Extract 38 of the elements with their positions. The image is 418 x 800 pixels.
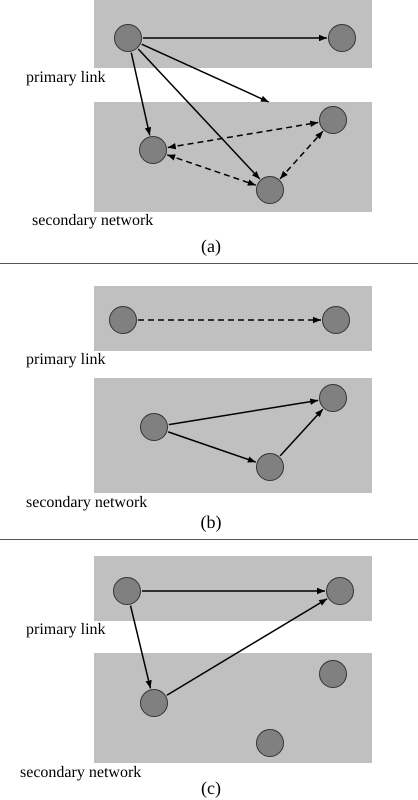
- band-label: secondary network: [26, 494, 148, 512]
- arrow: [280, 408, 324, 456]
- network-node-circle: [319, 660, 347, 688]
- arrow: [279, 130, 324, 180]
- band-label: secondary network: [32, 212, 154, 230]
- network-node-circle: [113, 577, 141, 605]
- band-label: secondary network: [20, 764, 142, 782]
- arrow: [143, 34, 327, 42]
- network-node-circle: [140, 413, 168, 441]
- band-label: primary link: [26, 621, 106, 639]
- band-label: primary link: [26, 69, 106, 87]
- network-node-circle: [256, 729, 284, 757]
- network-node-circle: [319, 384, 347, 412]
- arrow: [138, 316, 321, 324]
- arrow: [130, 52, 152, 136]
- network-node-circle: [114, 24, 142, 52]
- network-node-circle: [109, 306, 137, 334]
- band-label: primary link: [26, 351, 106, 369]
- arrow: [168, 120, 318, 150]
- arrow: [142, 588, 325, 594]
- arrow: [138, 48, 260, 180]
- network-node-circle: [139, 136, 167, 164]
- network-node-circle: [322, 306, 350, 334]
- arrow: [166, 598, 328, 696]
- arrow: [168, 431, 256, 463]
- arrow: [130, 605, 152, 689]
- panel-label: (b): [200, 512, 222, 532]
- network-node-circle: [326, 577, 354, 605]
- network-node-circle: [328, 24, 356, 52]
- arrow: [141, 44, 270, 103]
- arrow: [166, 154, 256, 186]
- network-node-circle: [140, 689, 168, 717]
- arrow: [168, 398, 318, 426]
- network-node-circle: [319, 106, 347, 134]
- network-node-circle: [256, 176, 284, 204]
- network-node-circle: [256, 453, 284, 481]
- panel-label: (a): [201, 236, 221, 256]
- panel-label: (c): [201, 778, 221, 798]
